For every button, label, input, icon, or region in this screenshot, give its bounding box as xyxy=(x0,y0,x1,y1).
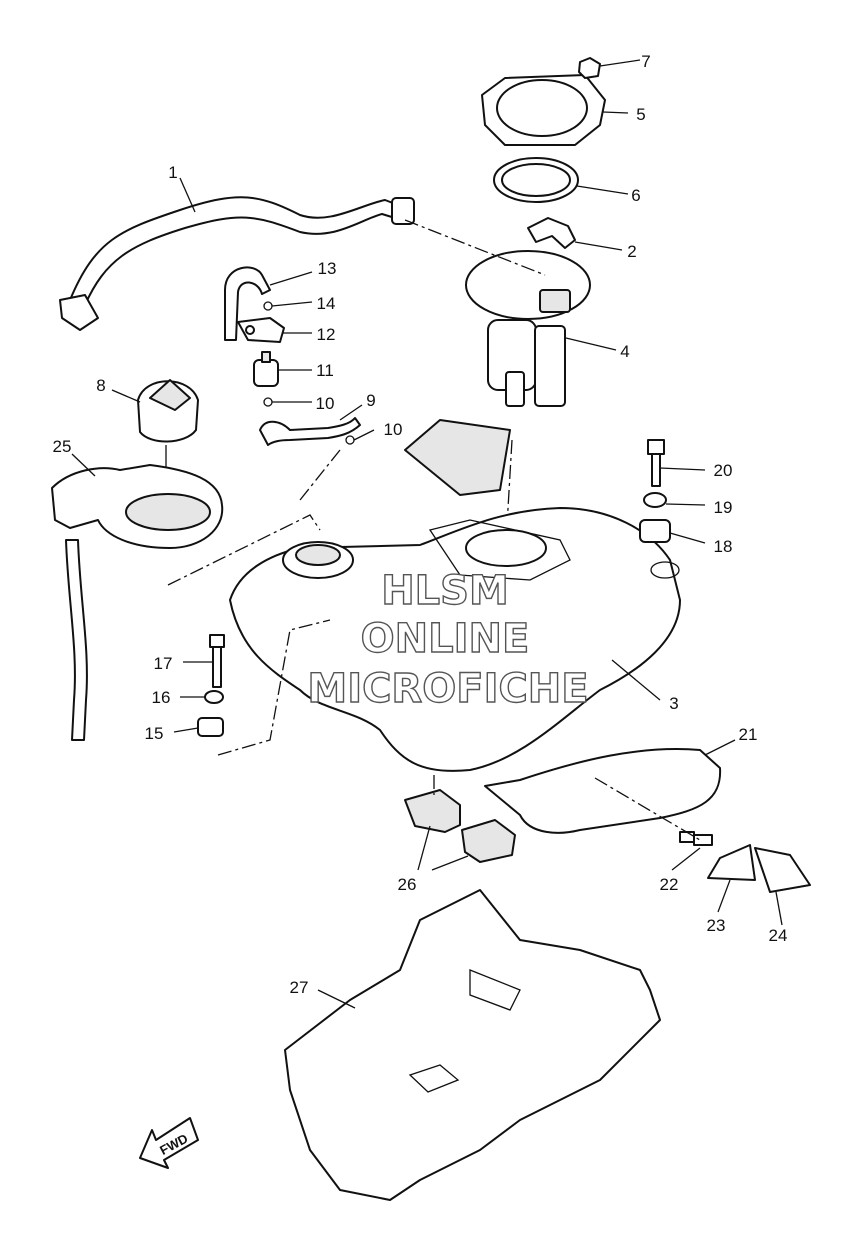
part-9-hose xyxy=(259,404,363,446)
cap-to-tank-dash xyxy=(167,514,321,586)
part-5-retainer-plate xyxy=(481,74,629,146)
part-7-nut xyxy=(578,57,641,79)
callout-7: 7 xyxy=(641,52,650,71)
part-12-bracket xyxy=(237,317,312,343)
part-13-hose xyxy=(224,266,313,341)
part-6-gasket xyxy=(493,157,629,203)
part-15-damper xyxy=(173,717,224,737)
callout-18: 18 xyxy=(714,537,733,556)
callout-6: 6 xyxy=(631,186,640,205)
hose-to-tank-dash xyxy=(299,449,341,501)
part-21-heat-shield xyxy=(484,739,736,834)
part-10-clamp-upper xyxy=(263,397,312,407)
part-17-bolt xyxy=(183,634,225,688)
callout-8: 8 xyxy=(96,376,105,395)
part-24-pad xyxy=(754,847,811,926)
watermark-line-1: HLSM xyxy=(381,568,509,614)
part-11-valve xyxy=(253,351,312,387)
callout-10-lower: 10 xyxy=(384,420,403,439)
part-14-clamp xyxy=(263,301,313,311)
part-16-collar xyxy=(180,690,224,704)
part-19-collar xyxy=(643,492,706,508)
part-18-damper xyxy=(639,519,706,544)
part-23-pad xyxy=(707,844,756,913)
callout-21: 21 xyxy=(739,725,758,744)
callout-26: 26 xyxy=(398,875,417,894)
callout-19: 19 xyxy=(714,498,733,517)
part-4-fuel-pump xyxy=(404,250,617,496)
part-1-hose xyxy=(59,177,415,331)
part-27-undercover xyxy=(284,889,661,1201)
fuel-line-dash xyxy=(404,219,546,276)
part-26-dampers xyxy=(404,775,516,871)
callout-25: 25 xyxy=(53,437,72,456)
part-3-fuel-tank xyxy=(229,507,681,772)
bolt-to-tank-dash xyxy=(217,619,331,756)
callout-17: 17 xyxy=(154,654,173,673)
callout-24: 24 xyxy=(769,926,788,945)
callout-12: 12 xyxy=(317,325,336,344)
part-22-bolt xyxy=(594,777,713,871)
callout-3: 3 xyxy=(669,694,678,713)
part-10-clamp-lower xyxy=(345,429,375,445)
part-2-clip xyxy=(527,217,623,251)
callout-14: 14 xyxy=(317,294,336,313)
callout-22: 22 xyxy=(660,875,679,894)
callout-10-upper: 10 xyxy=(316,394,335,413)
callout-2: 2 xyxy=(627,242,636,261)
callout-5: 5 xyxy=(636,105,645,124)
callout-13: 13 xyxy=(318,259,337,278)
callout-27: 27 xyxy=(290,978,309,997)
part-25-filler-tray xyxy=(51,453,224,741)
callout-1: 1 xyxy=(168,163,177,182)
fwd-arrow-icon: FWD xyxy=(139,1117,199,1169)
watermark-line-3: MICROFICHE xyxy=(307,666,588,712)
callout-15: 15 xyxy=(145,724,164,743)
callout-23: 23 xyxy=(707,916,726,935)
callout-16: 16 xyxy=(152,688,171,707)
callout-20: 20 xyxy=(714,461,733,480)
part-8-fuel-cap xyxy=(111,379,199,500)
callout-11: 11 xyxy=(316,361,334,380)
part-20-bolt xyxy=(647,439,706,487)
watermark-line-2: ONLINE xyxy=(361,616,530,662)
callout-9: 9 xyxy=(366,391,375,410)
callout-4: 4 xyxy=(620,342,629,361)
